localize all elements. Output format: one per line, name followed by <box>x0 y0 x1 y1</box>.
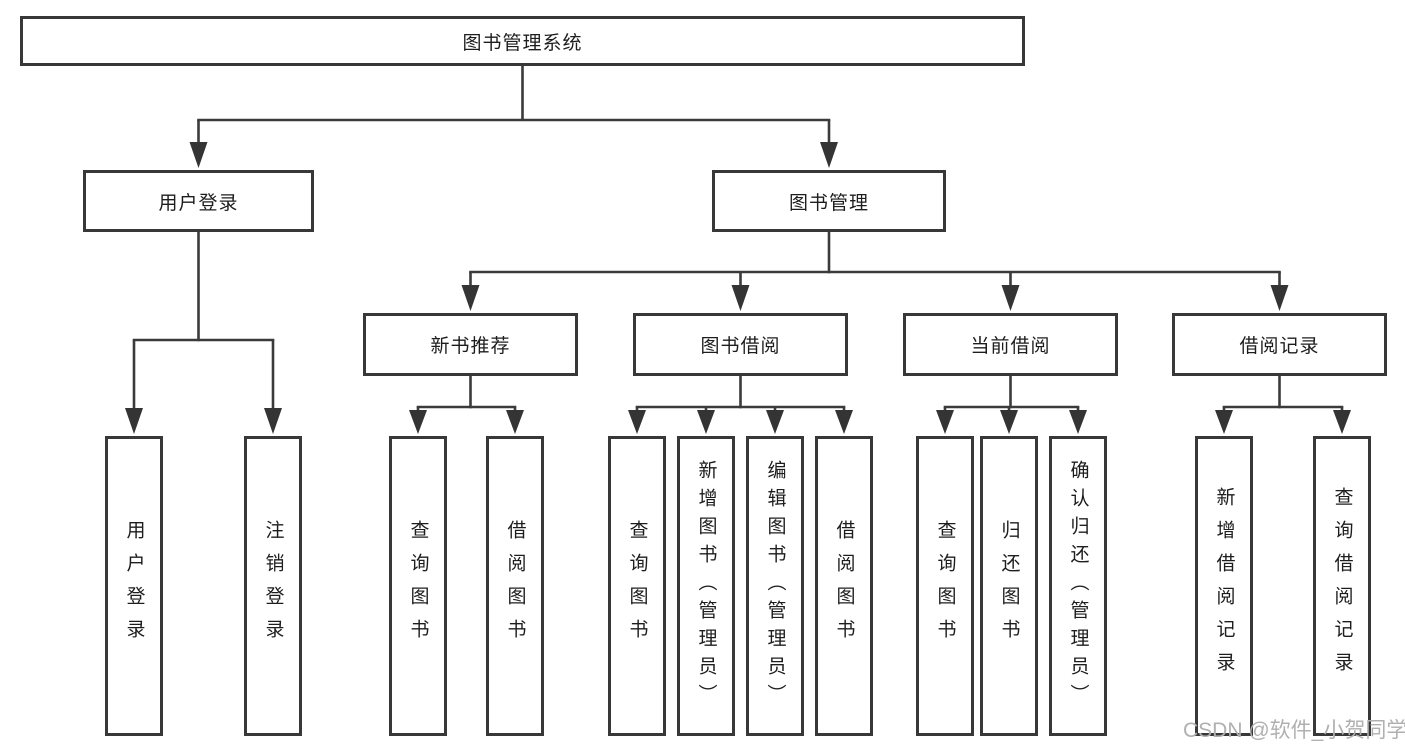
leaf-edit-book-admin-label: 编辑图书（管理员） <box>764 460 786 712</box>
leaf-query-borrow-record-label: 查询借阅记录 <box>1331 487 1353 685</box>
leaf-add-borrow-record: 新增借阅记录 <box>1195 436 1253 736</box>
leaf-logout: 注销登录 <box>244 436 302 736</box>
leaf-add-book-admin-label: 新增图书（管理员） <box>695 460 717 712</box>
node-root: 图书管理系统 <box>20 16 1025 66</box>
leaf-logout-label: 注销登录 <box>262 520 284 652</box>
leaf-query-borrow-record: 查询借阅记录 <box>1313 436 1371 736</box>
node-new-book-recommend-label: 新书推荐 <box>430 336 511 357</box>
node-new-book-recommend: 新书推荐 <box>363 313 578 376</box>
node-root-label: 图书管理系统 <box>462 32 583 54</box>
node-borrowing-records: 借阅记录 <box>1172 313 1387 376</box>
node-book-borrowing: 图书借阅 <box>633 313 848 376</box>
node-borrowing-records-label: 借阅记录 <box>1239 336 1320 357</box>
leaf-user-login: 用户登录 <box>105 436 163 736</box>
leaf-return-book-label: 归还图书 <box>998 520 1020 652</box>
leaf-user-login-label: 用户登录 <box>123 520 145 652</box>
node-book-management: 图书管理 <box>712 170 946 232</box>
leaf-query-books-borrowing-label: 查询图书 <box>626 520 648 652</box>
leaf-query-books-borrowing: 查询图书 <box>608 436 666 736</box>
leaf-confirm-return-admin-label: 确认归还（管理员） <box>1067 460 1089 712</box>
leaf-edit-book-admin: 编辑图书（管理员） <box>746 436 804 736</box>
leaf-confirm-return-admin: 确认归还（管理员） <box>1049 436 1107 736</box>
leaf-borrow-books-recommend: 借阅图书 <box>486 436 544 736</box>
node-book-borrowing-label: 图书借阅 <box>700 336 781 357</box>
leaf-query-books-recommend: 查询图书 <box>389 436 447 736</box>
leaf-query-books-current-label: 查询图书 <box>934 520 956 652</box>
leaf-query-books-recommend-label: 查询图书 <box>407 520 429 652</box>
node-user-login-label: 用户登录 <box>158 192 239 214</box>
leaf-add-book-admin: 新增图书（管理员） <box>677 436 735 736</box>
leaf-return-book: 归还图书 <box>980 436 1038 736</box>
node-user-login: 用户登录 <box>83 170 314 232</box>
node-current-borrowing: 当前借阅 <box>903 313 1118 376</box>
csdn-watermark: CSDN @软件_小贺同学 <box>1183 719 1405 742</box>
node-book-management-label: 图书管理 <box>788 192 869 214</box>
leaf-query-books-current: 查询图书 <box>916 436 974 736</box>
leaf-borrow-books: 借阅图书 <box>815 436 873 736</box>
node-current-borrowing-label: 当前借阅 <box>970 336 1051 357</box>
leaf-borrow-books-recommend-label: 借阅图书 <box>504 520 526 652</box>
leaf-borrow-books-label: 借阅图书 <box>833 520 855 652</box>
leaf-add-borrow-record-label: 新增借阅记录 <box>1213 487 1235 685</box>
